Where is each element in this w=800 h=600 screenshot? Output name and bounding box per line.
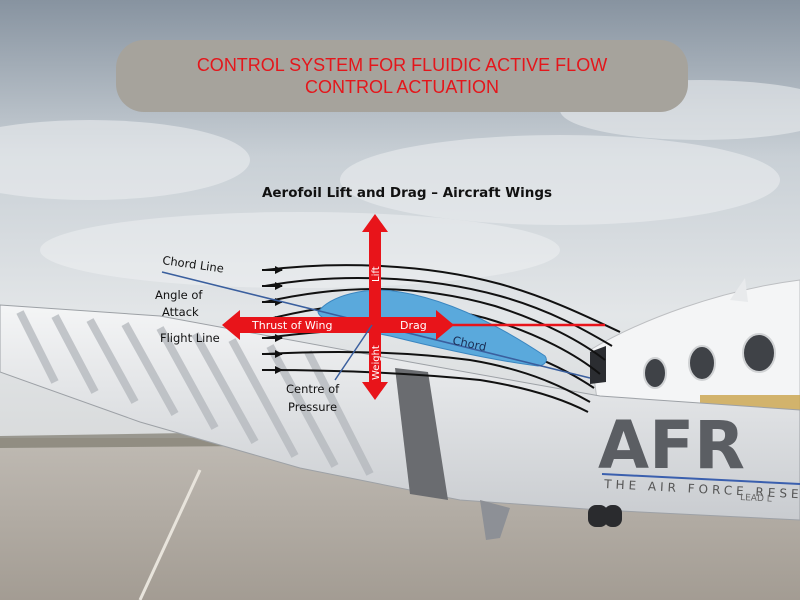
label-lift: Lift [371,266,382,282]
label-centre-of: Centre of [286,382,340,396]
runway-marking [138,469,202,600]
flap-panel [395,368,448,500]
drag-arrowhead [436,310,454,340]
thrust-arrow [238,317,375,333]
weight-arrowhead [362,382,388,400]
label-weight: Weight [371,345,382,380]
label-chord: Chord [451,333,487,354]
aircraft-wing [0,304,800,540]
drag-arrow [375,317,438,333]
label-angle-of: Angle of [155,288,203,302]
aerofoil-diagram: Aerofoil Lift and Drag – Aircraft Wings [155,185,621,414]
diagram-heading: Aerofoil Lift and Drag – Aircraft Wings [262,185,552,201]
force-arrows [222,214,454,400]
livery-logo: AFR [598,407,745,484]
title-line-1: CONTROL SYSTEM FOR FLUIDIC ACTIVE FLOW [196,55,608,75]
weight-arrow [369,325,381,384]
label-pressure: Pressure [288,400,337,414]
livery-sub: LEAD L [740,493,772,505]
title-line-2: CONTROL ACTUATION [304,77,499,97]
landing-gear-wheel [588,505,608,527]
label-attack: Attack [162,305,199,319]
title-banner: CONTROL SYSTEM FOR FLUIDIC ACTIVE FLOW C… [116,40,688,112]
lift-arrow [369,230,381,325]
thrust-arrowhead [222,310,240,340]
centre-of-pressure-pointer [334,324,373,381]
label-flight-line: Flight Line [160,331,220,345]
label-drag: Drag [400,319,427,332]
lift-arrowhead [362,214,388,232]
label-thrust: Thrust of Wing [251,319,332,332]
